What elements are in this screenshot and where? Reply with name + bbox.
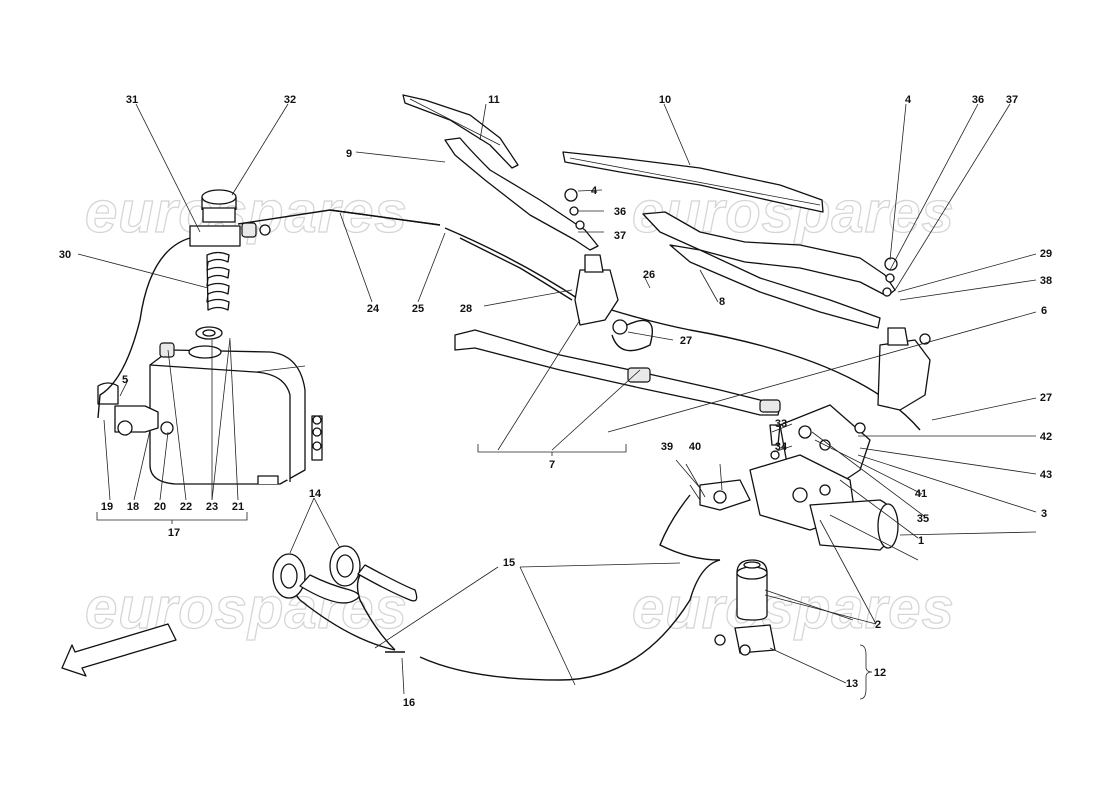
callout-37-left: 37	[614, 230, 626, 242]
group-brackets	[96, 444, 873, 700]
callout-43: 43	[1040, 469, 1052, 481]
callout-12: 12	[874, 667, 886, 679]
callout-22: 22	[180, 501, 192, 513]
callout-10: 10	[659, 94, 671, 106]
callout-39: 39	[661, 441, 673, 453]
callout-8: 8	[719, 296, 725, 308]
callout-21: 21	[232, 501, 244, 513]
callout-41: 41	[915, 488, 927, 500]
callout-19: 19	[101, 501, 113, 513]
callout-4-left: 4	[591, 185, 598, 197]
wiper-motor-assembly	[699, 404, 899, 551]
callout-42: 42	[1040, 431, 1052, 443]
callout-27-center: 27	[680, 335, 692, 347]
horn-compressor	[714, 559, 776, 656]
callout-28: 28	[460, 303, 472, 315]
air-horns	[272, 545, 418, 604]
callout-20: 20	[154, 501, 166, 513]
wiper-blade-right	[562, 151, 824, 213]
callout-17: 17	[168, 527, 180, 539]
watermark-bottom-left: eurospares	[85, 576, 408, 641]
wiper-arm-left	[444, 137, 599, 251]
callout-26: 26	[643, 269, 655, 281]
callout-2: 2	[875, 619, 881, 631]
callout-3: 3	[1041, 508, 1047, 520]
callout-34: 34	[775, 441, 788, 453]
callout-32: 32	[284, 94, 296, 106]
callout-37-right: 37	[1006, 94, 1018, 106]
pivot-housing-left	[574, 254, 654, 352]
callout-25: 25	[412, 303, 424, 315]
callout-1: 1	[918, 535, 924, 547]
callout-6: 6	[1041, 305, 1047, 317]
callout-35: 35	[917, 513, 929, 525]
callout-29: 29	[1040, 248, 1052, 260]
callout-27-right: 27	[1040, 392, 1052, 404]
callout-24: 24	[367, 303, 380, 315]
washer-reservoir	[149, 342, 323, 485]
callout-15: 15	[503, 557, 515, 569]
callout-23: 23	[206, 501, 218, 513]
washer-pump	[97, 382, 174, 436]
watermark-bottom-right: eurospares	[632, 576, 955, 641]
callout-14: 14	[309, 488, 322, 500]
callout-18: 18	[127, 501, 139, 513]
callout-33: 33	[775, 418, 787, 430]
wiper-blade-left	[402, 94, 519, 169]
hose-lines	[97, 209, 921, 681]
callout-11: 11	[488, 94, 500, 106]
filler-neck-assembly	[189, 189, 271, 340]
callout-7: 7	[549, 459, 555, 471]
wiper-arm-right	[642, 211, 898, 329]
callout-9: 9	[346, 148, 352, 160]
callout-13: 13	[846, 678, 858, 690]
callout-4-right: 4	[905, 94, 912, 106]
leader-lines	[77, 103, 1037, 695]
callout-31: 31	[126, 94, 138, 106]
callout-16: 16	[403, 697, 415, 709]
callout-labels: 4 36 37 31 32 11 10 9 4 36 37 30 29 26 3…	[59, 94, 1052, 709]
callout-38: 38	[1040, 275, 1052, 287]
pivot-housing-right	[877, 327, 931, 411]
direction-arrow	[61, 623, 177, 677]
callout-40: 40	[689, 441, 701, 453]
wiper-linkage	[454, 329, 781, 416]
callout-5: 5	[122, 374, 128, 386]
callout-36-right: 36	[972, 94, 984, 106]
callout-36-left: 36	[614, 206, 626, 218]
callout-30: 30	[59, 249, 71, 261]
watermark-group: eurospares eurospares eurospares eurospa…	[84, 179, 955, 641]
